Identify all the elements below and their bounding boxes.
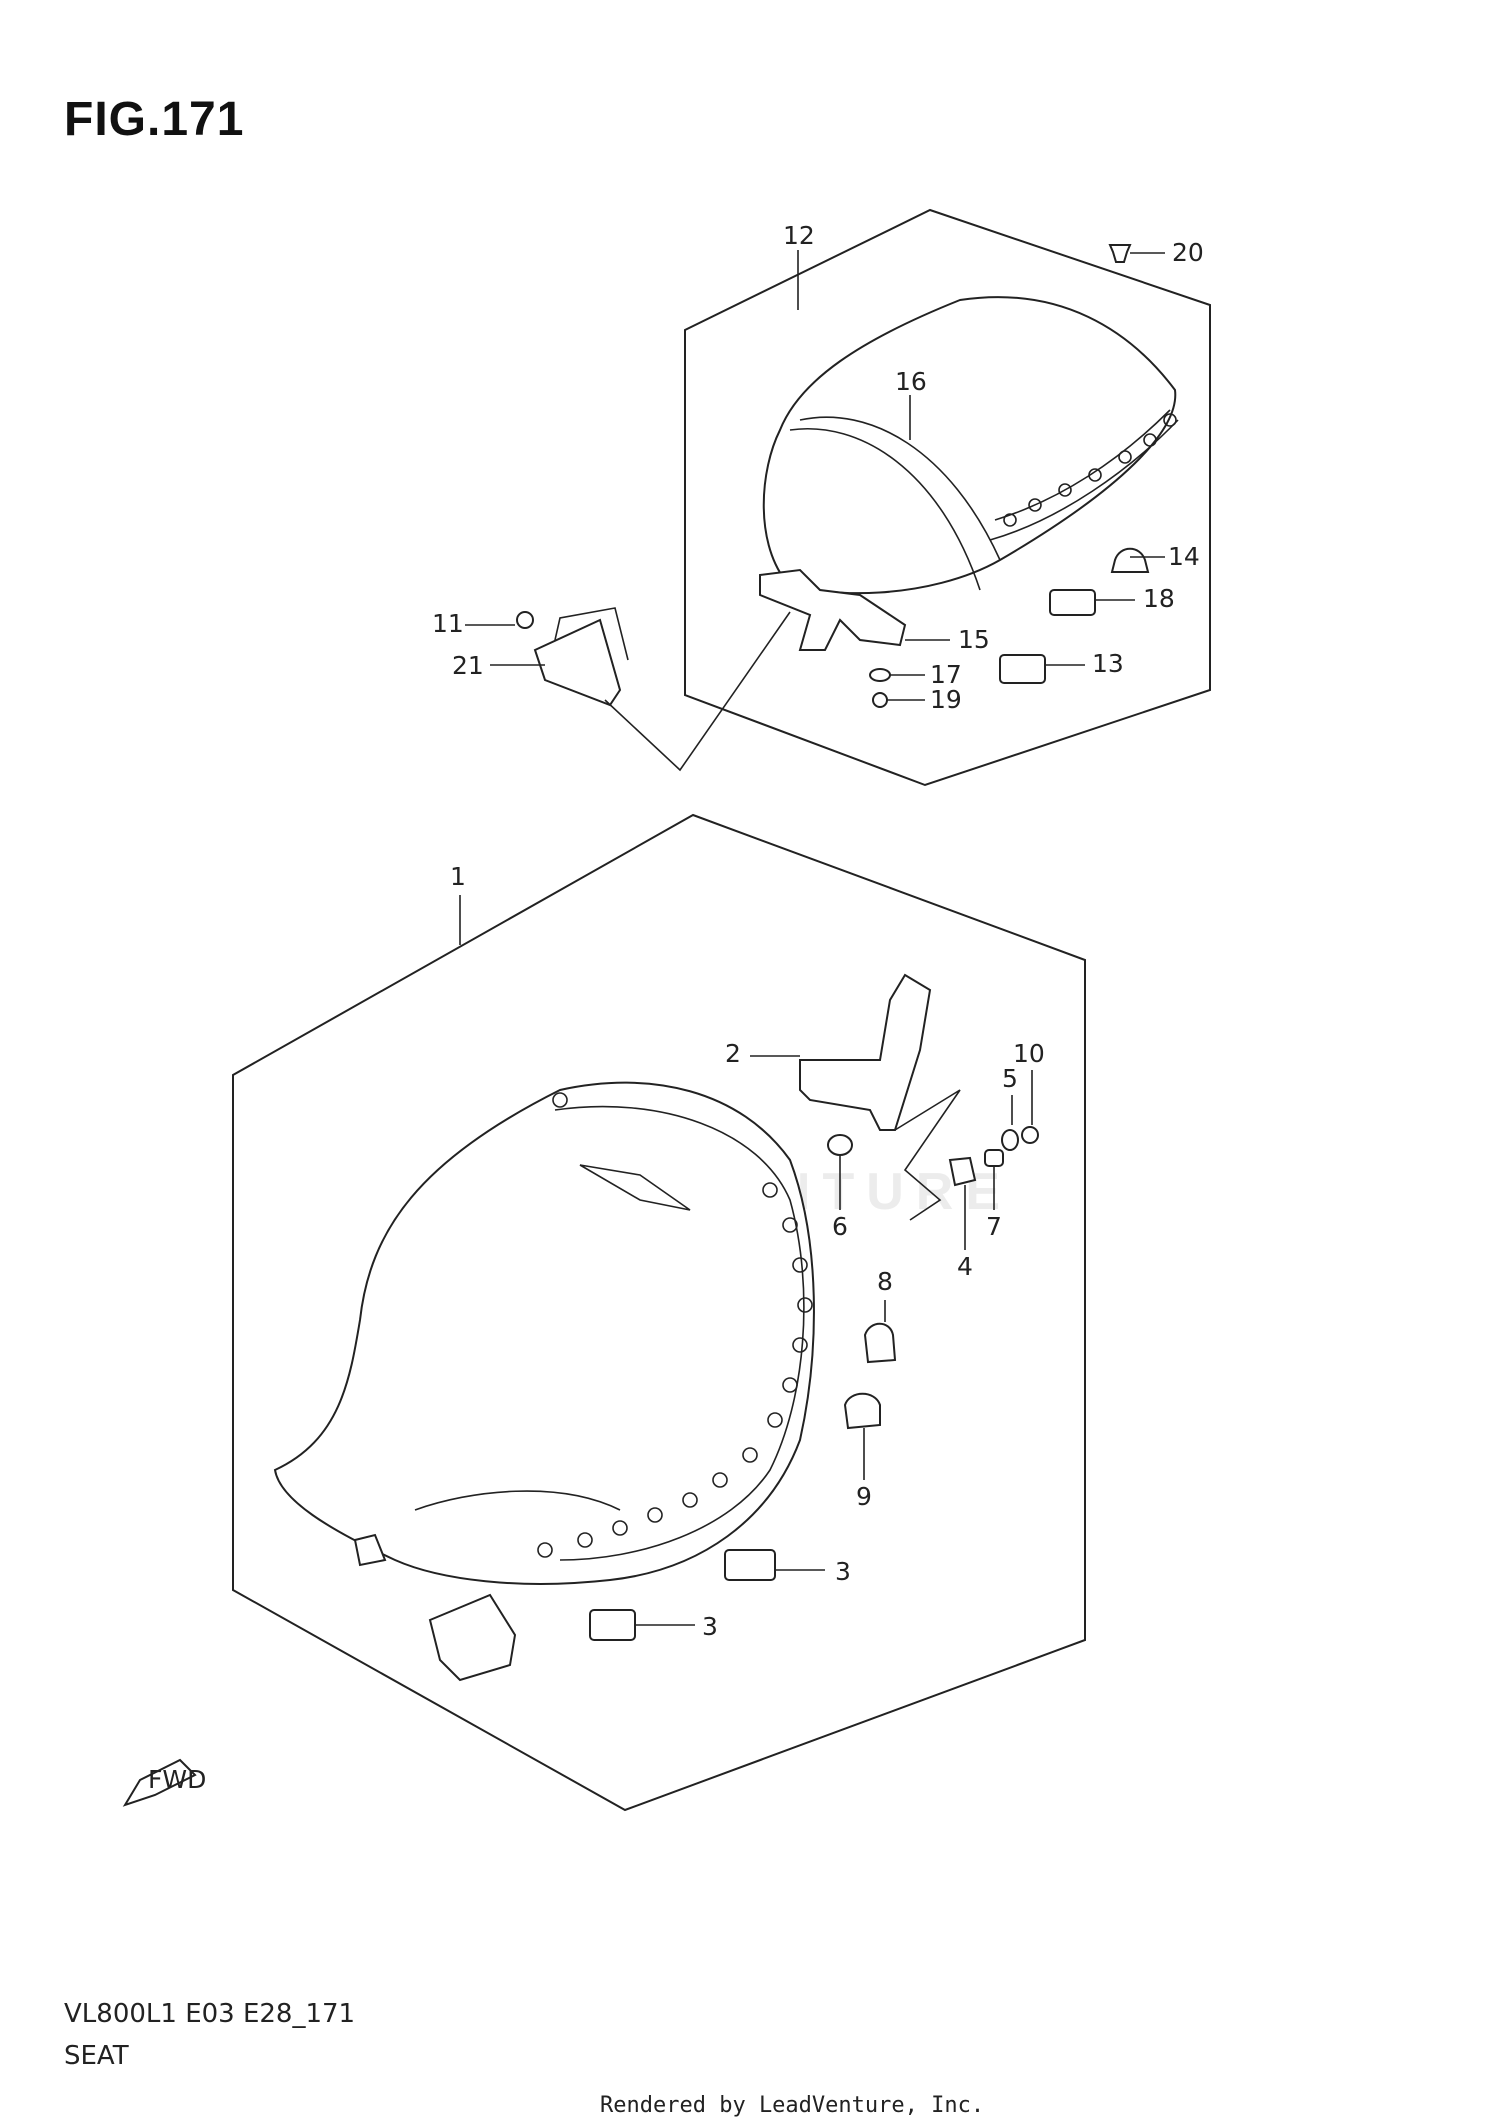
washer-part-5 bbox=[1001, 1129, 1019, 1151]
fwd-label: FWD bbox=[148, 1765, 206, 1794]
screw-part-20 bbox=[1108, 244, 1132, 263]
cushion-part-8 bbox=[863, 1322, 897, 1364]
callout-10: 10 bbox=[1013, 1039, 1045, 1068]
callout-9: 9 bbox=[856, 1482, 872, 1511]
callout-11: 11 bbox=[432, 609, 464, 638]
callout-20: 20 bbox=[1172, 238, 1204, 267]
bolt-part-11 bbox=[516, 611, 534, 629]
model-code: VL800L1 E03 E28_171 bbox=[64, 1999, 356, 2029]
washer-part-6 bbox=[827, 1134, 853, 1156]
callout-13: 13 bbox=[1092, 649, 1124, 678]
collar-part-7 bbox=[984, 1149, 1004, 1167]
callout-16: 16 bbox=[895, 367, 927, 396]
rear-seat-illustration bbox=[762, 296, 1179, 595]
callout-2: 2 bbox=[725, 1039, 741, 1068]
grab-bracket bbox=[533, 618, 622, 707]
rear-seat-group-outline bbox=[684, 208, 1211, 787]
cushion-part-3b bbox=[589, 1609, 636, 1641]
cushion-part-3a bbox=[724, 1549, 776, 1581]
callout-labels: 1 2 3 3 4 5 6 7 8 9 10 11 12 13 14 15 16… bbox=[432, 221, 1204, 1641]
callout-8: 8 bbox=[877, 1267, 893, 1296]
nut-part-10 bbox=[1021, 1126, 1039, 1144]
figure-title: FIG.171 bbox=[64, 93, 245, 146]
callout-7: 7 bbox=[986, 1212, 1002, 1241]
callout-12: 12 bbox=[783, 221, 815, 250]
callout-1: 1 bbox=[450, 862, 466, 891]
leader-lines bbox=[459, 250, 1165, 1626]
callout-19: 19 bbox=[930, 685, 962, 714]
section-title: SEAT bbox=[64, 2041, 129, 2071]
callout-18: 18 bbox=[1143, 584, 1175, 613]
washer-part-17 bbox=[869, 668, 891, 682]
rear-seat-bracket bbox=[759, 568, 907, 651]
callout-14: 14 bbox=[1168, 542, 1200, 571]
nut-part-19 bbox=[872, 692, 888, 708]
box-part bbox=[428, 1593, 517, 1682]
front-seat-group-outline bbox=[232, 813, 1086, 1812]
cushion-part-18 bbox=[1049, 589, 1096, 616]
front-seat-bracket bbox=[799, 973, 932, 1131]
cushion-part-14 bbox=[1110, 547, 1150, 573]
callout-21: 21 bbox=[452, 651, 484, 680]
callout-17: 17 bbox=[930, 660, 962, 689]
cushion-part-9 bbox=[843, 1392, 881, 1430]
front-seat-illustration bbox=[273, 1081, 815, 1585]
damper-part-4 bbox=[948, 1156, 977, 1187]
callout-15: 15 bbox=[958, 625, 990, 654]
callout-3b: 3 bbox=[702, 1612, 718, 1641]
callout-4: 4 bbox=[957, 1252, 973, 1281]
callout-5: 5 bbox=[1002, 1064, 1018, 1093]
callout-6: 6 bbox=[832, 1212, 848, 1241]
callout-3a: 3 bbox=[835, 1557, 851, 1586]
rendered-by-credit: Rendered by LeadVenture, Inc. bbox=[600, 2093, 985, 2118]
fwd-arrow-icon: FWD bbox=[122, 1758, 206, 1807]
cushion-part-13 bbox=[999, 654, 1046, 684]
